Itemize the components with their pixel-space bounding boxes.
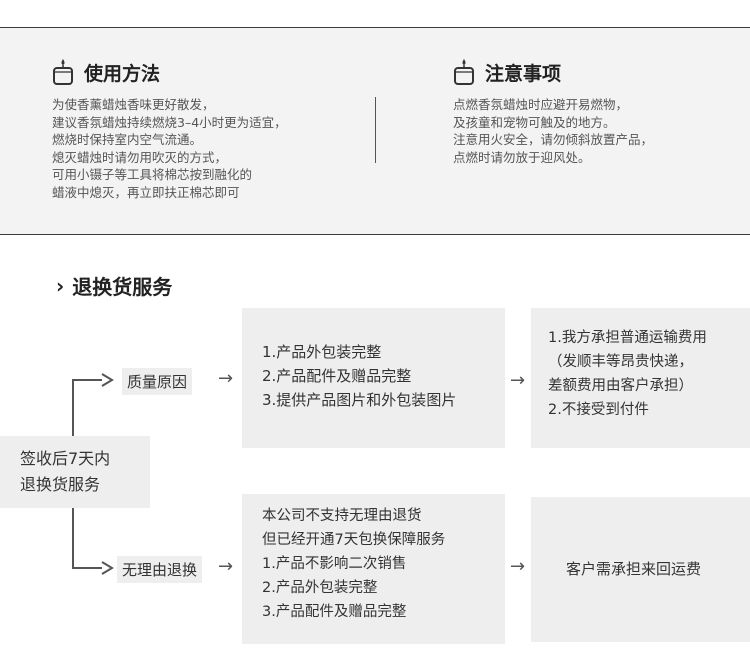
connector-top-h (72, 379, 102, 381)
usage-text: 为使香薰蜡烛香味更好散发， 建议香氛蜡烛持续燃烧3–4小时更为适宜， 燃烧时保持… (52, 97, 287, 200)
chevron-right-icon: › (56, 273, 65, 298)
arrowhead-top-icon (101, 373, 114, 387)
connector-top (72, 380, 74, 438)
column-divider (375, 97, 376, 163)
no-reason-result: 客户需承担来回运费 (566, 560, 702, 578)
no-reason-conditions: 本公司不支持无理由退货 但已经开通7天包换保障服务 1.产品不影响二次销售 2.… (262, 508, 446, 620)
quality-result: 1.我方承担普通运输费用 （发顺丰等昂贵快递， 差额费用由客户承担） 2.不接受… (548, 330, 707, 418)
arrow-right-icon: → (218, 556, 234, 577)
quality-label: 质量原因 (122, 368, 193, 395)
notes-title: 注意事项 (485, 62, 562, 85)
arrowhead-bottom-icon (101, 561, 114, 575)
no-reason-conditions-box: 本公司不支持无理由退货 但已经开通7天包换保障服务 1.产品不影响二次销售 2.… (242, 494, 505, 644)
quality-conditions: 1.产品外包装完整 2.产品配件及赠品完整 3.提供产品图片和外包装图片 (262, 343, 457, 409)
notes-header: 注意事项 (453, 58, 561, 86)
usage-title: 使用方法 (84, 62, 161, 85)
quality-result-box: 1.我方承担普通运输费用 （发顺丰等昂贵快递， 差额费用由客户承担） 2.不接受… (531, 308, 750, 448)
returns-heading: › 退换货服务 (56, 271, 172, 300)
returns-title: 退换货服务 (72, 275, 173, 299)
arrow-right-icon: → (218, 368, 234, 389)
arrow-right-icon: → (510, 556, 526, 577)
connector-bottom (72, 508, 74, 568)
quality-conditions-box: 1.产品外包装完整 2.产品配件及赠品完整 3.提供产品图片和外包装图片 (242, 308, 505, 448)
notes-text: 点燃香氛蜡烛时应避开易燃物， 及孩童和宠物可触及的地方。 注意用火安全，请勿倾斜… (453, 97, 654, 165)
no-reason-label: 无理由退换 (117, 556, 203, 583)
root-box: 签收后7天内 退换货服务 (0, 436, 150, 508)
root-label: 签收后7天内 退换货服务 (20, 449, 111, 494)
arrow-right-icon: → (510, 370, 526, 391)
candle-icon (53, 59, 73, 85)
candle-icon (454, 59, 474, 85)
no-reason-result-box: 客户需承担来回运费 (531, 497, 750, 642)
usage-header: 使用方法 (52, 58, 160, 86)
connector-bottom-h (72, 567, 102, 569)
